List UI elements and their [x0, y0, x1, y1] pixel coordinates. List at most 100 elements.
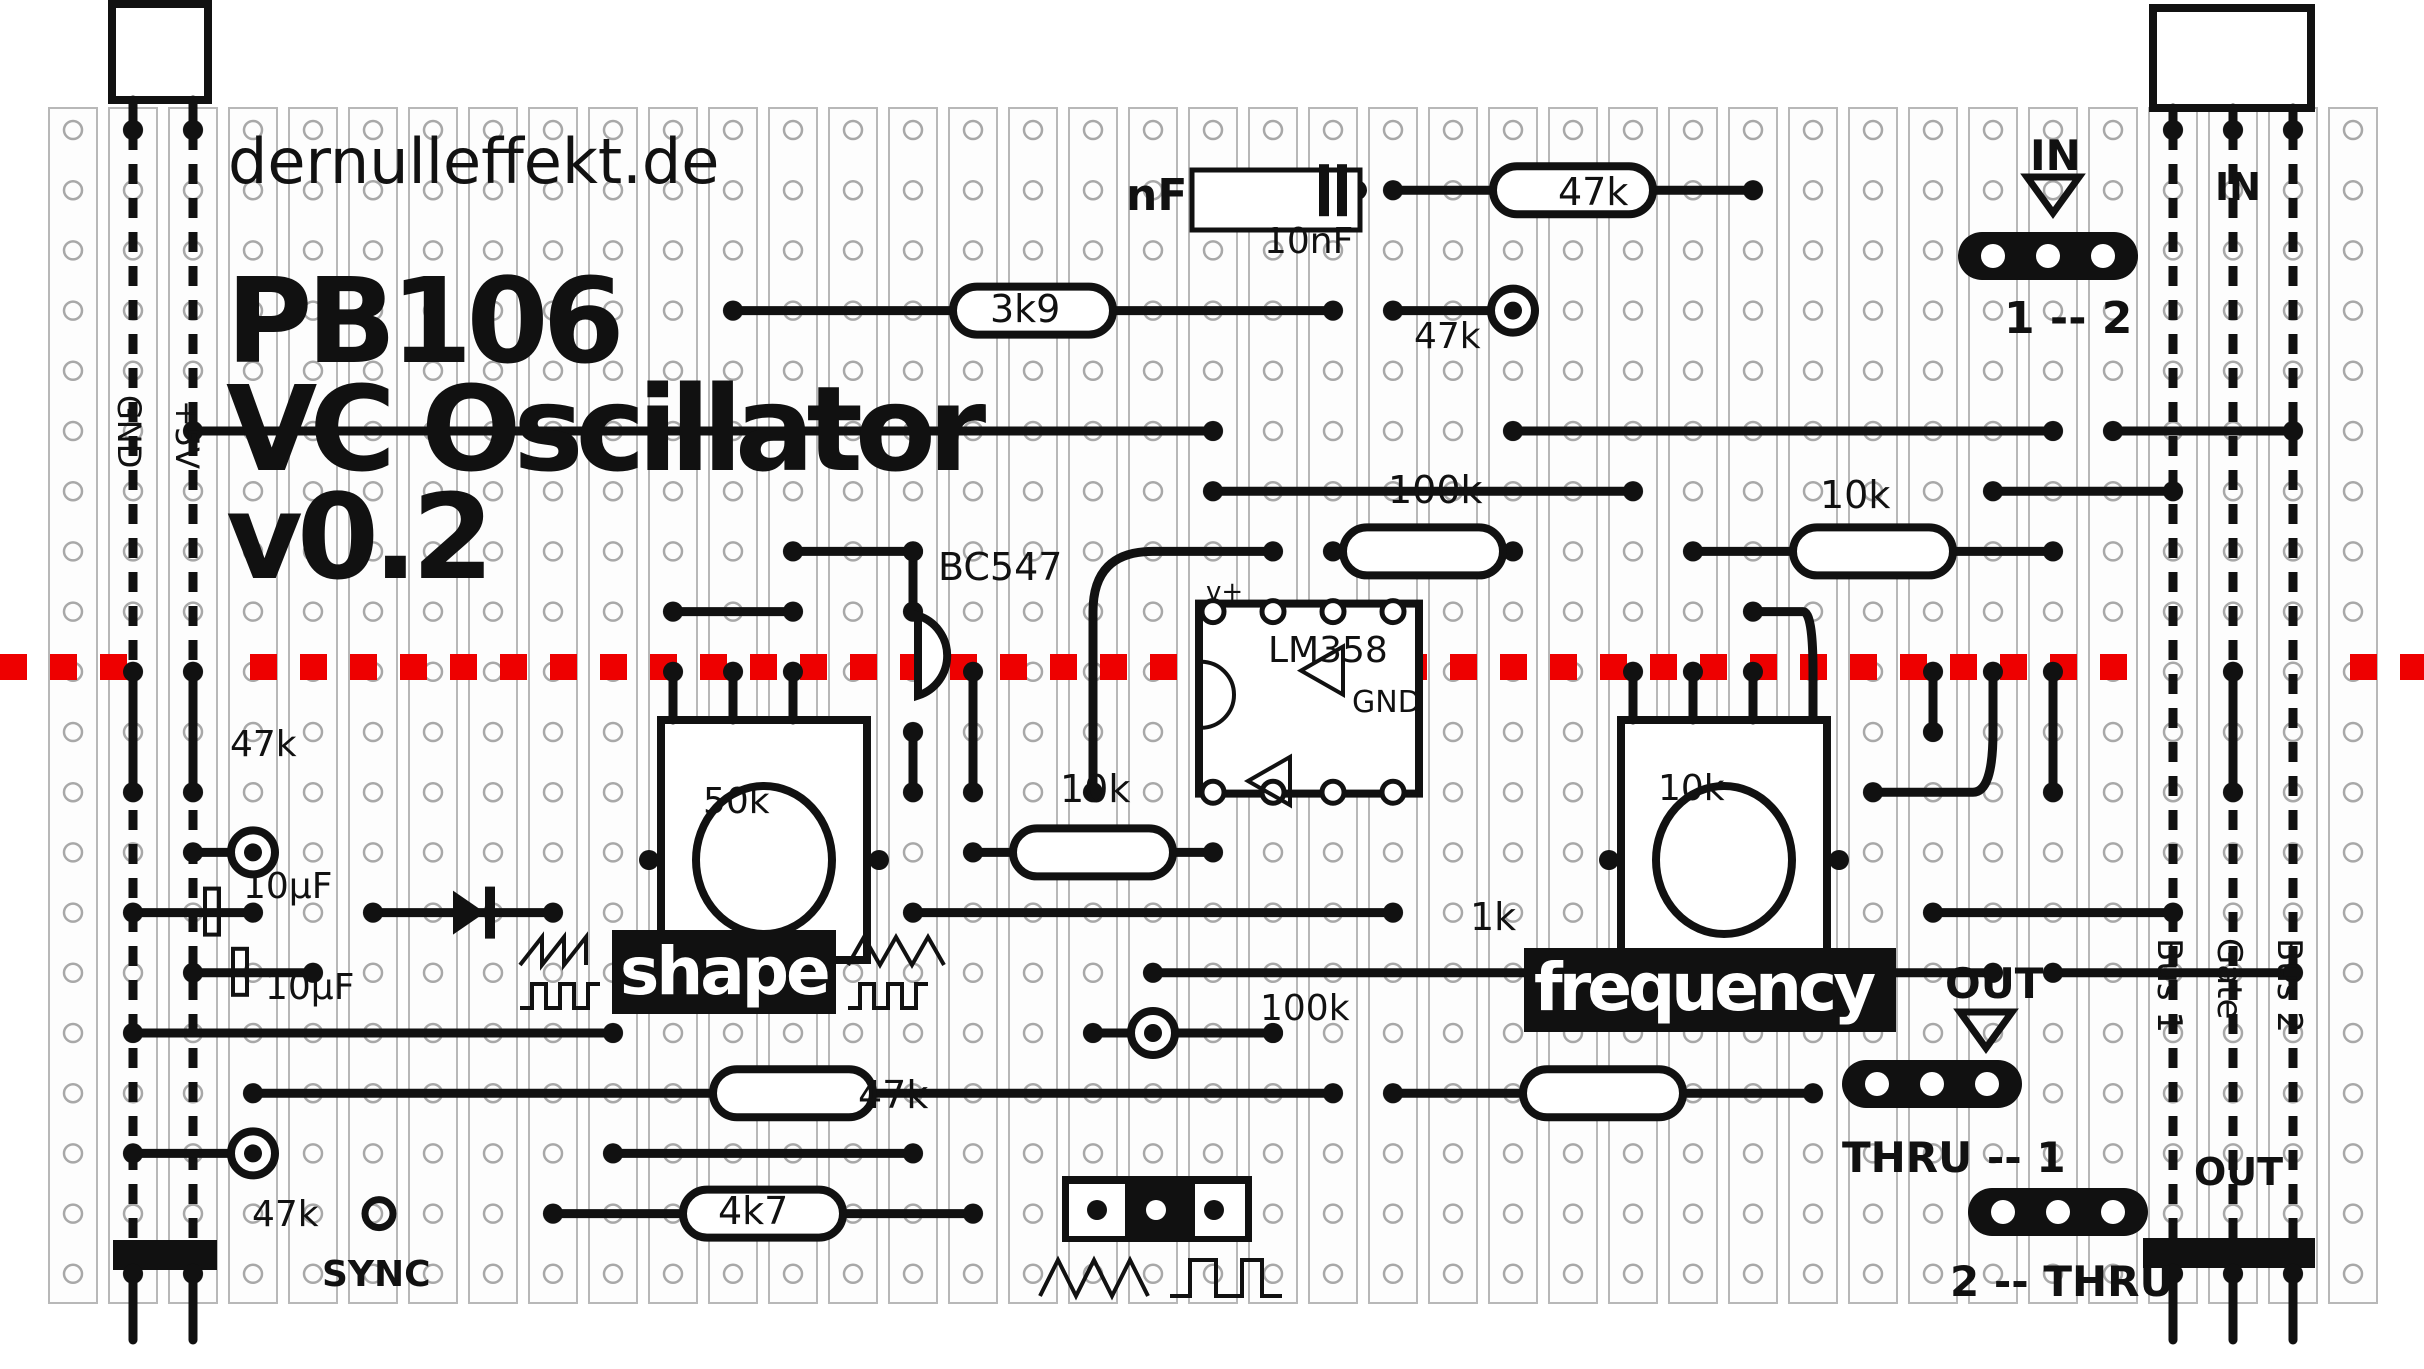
hole — [62, 601, 84, 622]
hole — [782, 480, 804, 502]
hole — [362, 480, 384, 502]
hole — [1442, 601, 1464, 622]
hole — [1382, 420, 1404, 442]
hole — [482, 781, 504, 803]
solder-point — [963, 1203, 983, 1224]
ic-pin — [1319, 778, 1347, 806]
hole — [362, 360, 384, 382]
hole — [2342, 962, 2364, 984]
solder-point — [2223, 661, 2243, 682]
hole — [2042, 119, 2064, 141]
solder-point — [1083, 782, 1103, 803]
solder-point — [1743, 180, 1763, 201]
solder-point — [543, 902, 563, 923]
hole — [1982, 119, 2004, 141]
solder-point — [903, 541, 923, 562]
hole — [62, 842, 84, 863]
r-3k9-label: 3k9 — [990, 287, 1060, 331]
hole — [422, 1263, 444, 1285]
solder-point — [183, 1263, 203, 1284]
copper-strip — [1548, 107, 1598, 1304]
hole — [1142, 119, 1164, 141]
hole — [302, 842, 324, 863]
solder-point — [1383, 1083, 1403, 1104]
bus-header-bottom — [2143, 1238, 2315, 1268]
wave-jumper-pin — [1087, 1200, 1107, 1220]
solder-point — [123, 1143, 143, 1164]
hole — [662, 300, 684, 321]
hole — [482, 1263, 504, 1285]
hole — [542, 179, 564, 201]
sync-label: SYNC — [322, 1254, 431, 1295]
hole — [2042, 1143, 2064, 1164]
ic-pin — [1259, 598, 1287, 626]
hole — [422, 240, 444, 261]
hole — [1442, 119, 1464, 141]
hole — [302, 781, 324, 803]
hole — [2042, 601, 2064, 622]
hole — [962, 119, 984, 141]
hole — [602, 179, 624, 201]
hole — [1982, 842, 2004, 863]
hole — [362, 1263, 384, 1285]
hole — [1262, 360, 1284, 382]
solder-point — [2043, 541, 2063, 562]
solder-point — [2283, 421, 2303, 441]
hole — [1562, 902, 1584, 923]
hole — [62, 1143, 84, 1164]
hole — [62, 781, 84, 803]
hole — [1202, 1263, 1224, 1285]
out-jumper-thru-1-pin — [1920, 1072, 1944, 1096]
solder-point — [903, 1143, 923, 1164]
hole — [2342, 721, 2364, 743]
hole — [1262, 240, 1284, 261]
hole — [482, 360, 504, 382]
hole — [662, 360, 684, 382]
triangle-wave-icon — [846, 932, 946, 970]
hole — [1262, 1143, 1284, 1164]
curved-wire — [1088, 546, 1278, 797]
hole — [1022, 781, 1044, 803]
resistor-47k-bottom — [709, 1065, 877, 1122]
hole — [2042, 360, 2064, 382]
hole — [1802, 300, 1824, 321]
hole — [1322, 240, 1344, 261]
hole — [902, 842, 924, 863]
hole — [962, 1143, 984, 1164]
hole — [242, 179, 264, 201]
solder-point — [603, 1023, 623, 1043]
hole — [62, 300, 84, 321]
hole — [842, 360, 864, 382]
strip-cut — [700, 654, 727, 680]
hole — [1622, 1143, 1644, 1164]
hole — [2102, 1082, 2124, 1104]
in-jumper-pin — [2036, 244, 2060, 268]
hole — [1142, 179, 1164, 201]
hole — [1742, 1143, 1764, 1164]
hole — [1202, 240, 1224, 261]
hole — [1562, 300, 1584, 321]
hole — [1862, 300, 1884, 321]
solder-point — [663, 601, 683, 622]
hole — [1082, 962, 1104, 984]
trim-47k-left-label: 47k — [230, 724, 297, 765]
hole — [722, 1022, 744, 1044]
hole — [1922, 480, 1944, 502]
hole — [1382, 119, 1404, 141]
solder-point — [543, 1203, 563, 1224]
hole — [302, 300, 324, 321]
hole — [2342, 480, 2364, 502]
hole — [1922, 1203, 1944, 1224]
strip-cut — [1900, 654, 1927, 680]
hole — [1622, 119, 1644, 141]
hole — [1322, 119, 1344, 141]
hole — [2342, 1143, 2364, 1164]
hole — [1622, 360, 1644, 382]
hole — [722, 1263, 744, 1285]
hole — [782, 240, 804, 261]
hole — [902, 360, 924, 382]
hole — [1442, 1143, 1464, 1164]
hole — [722, 541, 744, 562]
hole — [362, 962, 384, 984]
